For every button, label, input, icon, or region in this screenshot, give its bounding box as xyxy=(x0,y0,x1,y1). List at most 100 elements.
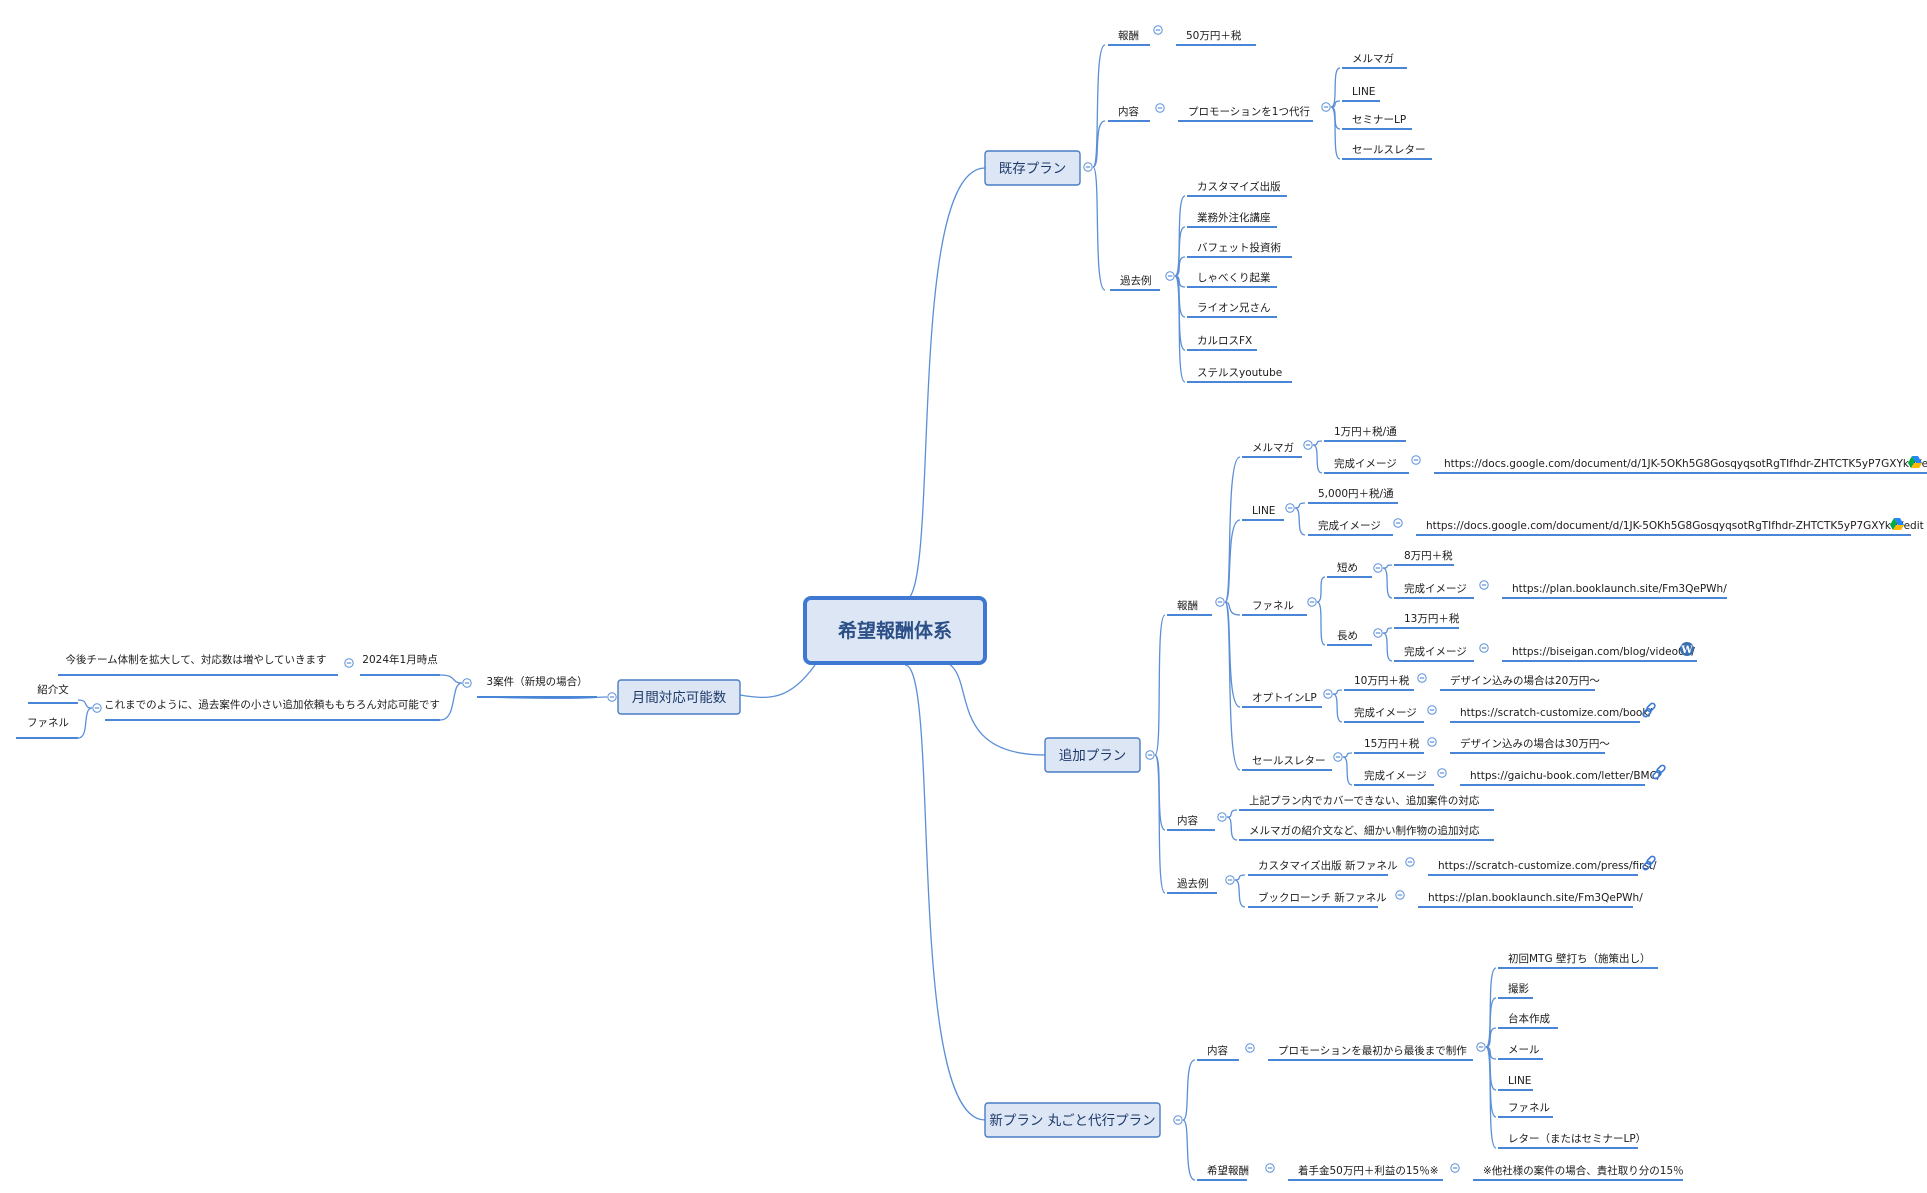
collapse-toggle-icon[interactable] xyxy=(1285,503,1295,513)
addl-sales-url: https://gaichu-book.com/letter/BMC/ xyxy=(1470,770,1661,782)
branch-connector xyxy=(1332,689,1343,695)
collapse-toggle-icon[interactable] xyxy=(1215,597,1225,607)
collapse-toggle-icon[interactable] xyxy=(1225,875,1235,885)
collapse-toggle-icon[interactable] xyxy=(1173,1115,1183,1125)
collapse-toggle-icon[interactable] xyxy=(1333,752,1343,762)
addl-optin-image-label: 完成イメージ xyxy=(1354,706,1417,719)
collapse-toggle-icon[interactable] xyxy=(1153,25,1163,35)
addl-funnel-short-url: https://plan.booklaunch.site/Fm3QePWh/ xyxy=(1512,583,1727,595)
collapse-toggle-icon[interactable] xyxy=(1217,812,1227,822)
branch-connector xyxy=(1312,440,1323,446)
branch-connector xyxy=(1174,256,1186,277)
collapse-toggle-icon[interactable] xyxy=(1427,705,1437,715)
collapse-toggle-icon[interactable] xyxy=(1373,628,1383,638)
collapse-toggle-icon[interactable] xyxy=(1265,1163,1275,1173)
branch-connector xyxy=(904,664,986,1121)
addl-mailmag-price: 1万円＋税/通 xyxy=(1334,425,1397,438)
link-icon[interactable] xyxy=(1642,855,1656,871)
collapse-toggle-icon[interactable] xyxy=(1303,440,1313,450)
svg-text:W: W xyxy=(1680,645,1693,656)
existing-past-item: カスタマイズ出版 xyxy=(1197,180,1281,193)
google-drive-icon[interactable] xyxy=(1908,456,1922,468)
root-topic-label: 希望報酬体系 xyxy=(838,619,952,642)
newplan-content-item: メール xyxy=(1508,1044,1540,1056)
branch-connector xyxy=(1330,106,1341,160)
newplan-reward-label: 希望報酬 xyxy=(1207,1164,1249,1177)
collapse-toggle-icon[interactable] xyxy=(1083,162,1093,172)
branch-existing-plan[interactable]: 既存プラン xyxy=(984,150,1081,186)
collapse-toggle-icon[interactable] xyxy=(1417,673,1427,683)
addl-funnel-long-url: https://biseigan.com/blog/video01/ xyxy=(1512,646,1695,658)
collapse-toggle-icon[interactable] xyxy=(1393,518,1403,528)
collapse-toggle-icon[interactable] xyxy=(1476,1042,1486,1052)
branch-connector xyxy=(1226,809,1238,818)
collapse-toggle-icon[interactable] xyxy=(1323,689,1333,699)
branch-connector xyxy=(1226,816,1238,841)
branch-connector xyxy=(1316,576,1326,603)
addl-optin-url: https://scratch-customize.com/book/ xyxy=(1460,707,1652,719)
branch-connector xyxy=(1182,1119,1196,1181)
collapse-toggle-icon[interactable] xyxy=(1307,597,1317,607)
existing-content-item: LINE xyxy=(1352,86,1375,98)
collapse-toggle-icon[interactable] xyxy=(462,678,472,688)
root-topic[interactable]: 希望報酬体系 xyxy=(803,596,987,665)
addl-sales-image-label: 完成イメージ xyxy=(1364,769,1427,782)
branch-connector xyxy=(1182,1059,1196,1121)
collapse-toggle-icon[interactable] xyxy=(1405,857,1415,867)
collapse-toggle-icon[interactable] xyxy=(1450,1163,1460,1173)
collapse-toggle-icon[interactable] xyxy=(92,703,102,713)
additional-past-label: 過去例 xyxy=(1177,877,1209,890)
collapse-toggle-icon[interactable] xyxy=(1437,768,1447,778)
collapse-toggle-icon[interactable] xyxy=(1145,750,1155,760)
addl-line-url: https://docs.google.com/document/d/1JK-5… xyxy=(1426,520,1924,532)
branch-connector xyxy=(1092,120,1106,168)
collapse-toggle-icon[interactable] xyxy=(607,692,617,702)
branch-connector xyxy=(1485,1027,1497,1048)
branch-connector xyxy=(1174,226,1186,277)
wordpress-icon[interactable]: W xyxy=(1680,642,1694,656)
link-icon[interactable] xyxy=(1652,764,1666,780)
collapse-toggle-icon[interactable] xyxy=(1479,643,1489,653)
existing-past-item: ステルスyoutube xyxy=(1197,367,1282,379)
additional-past-url: https://plan.booklaunch.site/Fm3QePWh/ xyxy=(1428,892,1643,904)
monthly-small-note: これまでのように、過去案件の小さい追加依頼ももちろん対応可能です xyxy=(104,698,440,711)
google-drive-icon[interactable] xyxy=(1890,518,1904,530)
addl-sales-price-note: デザイン込みの場合は30万円〜 xyxy=(1460,737,1610,750)
collapse-toggle-icon[interactable] xyxy=(1155,103,1165,113)
collapse-toggle-icon[interactable] xyxy=(1479,580,1489,590)
branch-connector xyxy=(1312,444,1323,474)
collapse-toggle-icon[interactable] xyxy=(1245,1043,1255,1053)
newplan-reward-note: ※他社様の案件の場合、貴社取り分の15％ xyxy=(1483,1164,1684,1177)
collapse-toggle-icon[interactable] xyxy=(1427,737,1437,747)
branch-additional-plan-label: 追加プラン xyxy=(1059,748,1127,764)
branch-connector xyxy=(1342,752,1353,758)
monthly-as-of: 2024年1月時点 xyxy=(362,653,437,666)
collapse-toggle-icon[interactable] xyxy=(1395,890,1405,900)
collapse-toggle-icon[interactable] xyxy=(1411,455,1421,465)
branch-monthly-capacity[interactable]: 月間対応可能数 xyxy=(617,679,741,715)
newplan-content-item: LINE xyxy=(1508,1075,1531,1087)
collapse-toggle-icon[interactable] xyxy=(344,658,354,668)
addl-optin-price-note: デザイン込みの場合は20万円〜 xyxy=(1450,674,1600,687)
existing-content-item: セミナーLP xyxy=(1352,114,1406,126)
monthly-small-item: ファネル xyxy=(27,717,69,729)
link-icon[interactable] xyxy=(1642,702,1656,718)
collapse-toggle-icon[interactable] xyxy=(1165,271,1175,281)
branch-connector xyxy=(1330,67,1341,108)
collapse-toggle-icon[interactable] xyxy=(1373,563,1383,573)
additional-reward-label: 報酬 xyxy=(1177,600,1198,612)
monthly-count: 3案件（新規の場合） xyxy=(486,675,587,688)
branch-connector xyxy=(1382,632,1393,662)
branch-additional-plan[interactable]: 追加プラン xyxy=(1044,737,1141,773)
branch-connector xyxy=(1224,456,1241,603)
branch-connector xyxy=(1332,693,1343,723)
branch-connector xyxy=(77,707,93,739)
branch-connector xyxy=(1342,756,1353,786)
branch-new-plan[interactable]: 新プラン 丸ごと代行プラン xyxy=(984,1102,1161,1138)
branch-connector xyxy=(1234,879,1246,908)
newplan-content-item: 初回MTG 壁打ち（施策出し） xyxy=(1508,952,1650,965)
existing-reward-label: 報酬 xyxy=(1118,30,1139,42)
branch-monthly-capacity-label: 月間対応可能数 xyxy=(632,690,727,706)
collapse-toggle-icon[interactable] xyxy=(1321,102,1331,112)
existing-past-label: 過去例 xyxy=(1120,274,1152,287)
